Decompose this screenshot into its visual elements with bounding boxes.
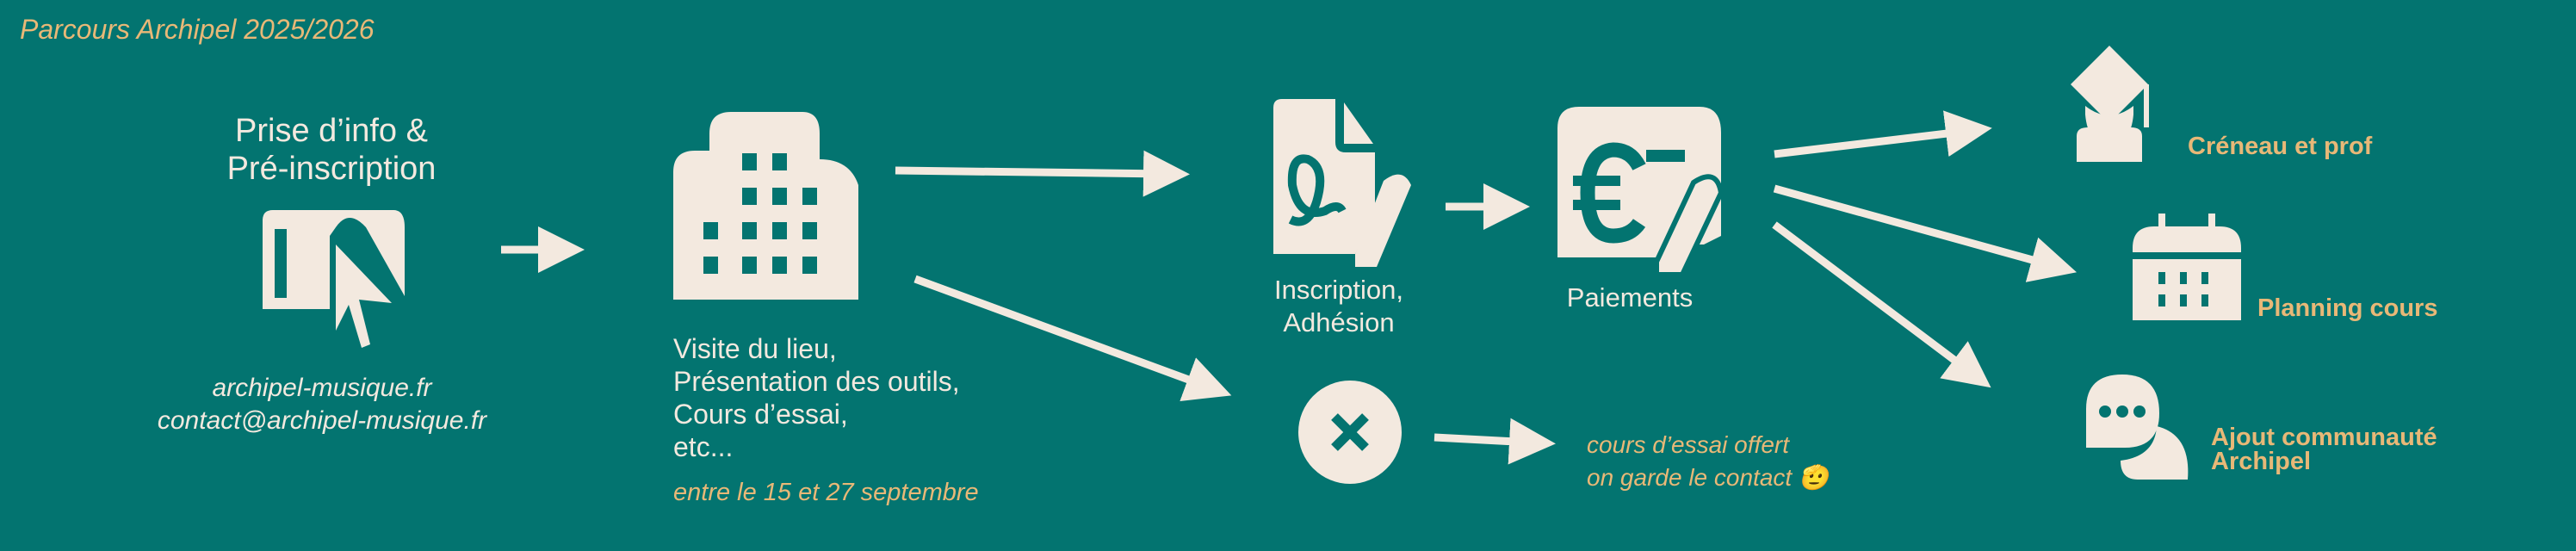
info-title-line2: Pré-inscription (226, 151, 437, 187)
visit-line: Présentation des outils, (673, 366, 960, 397)
arrow-declined-to-note (1434, 418, 1556, 465)
salute-emoji: 🫡 (1798, 464, 1829, 491)
community-line2: Archipel (2211, 448, 2312, 475)
registration-line2: Adhésion (1283, 307, 1395, 337)
declined-line1: cours d’essai offert (1587, 431, 1789, 458)
registration-line1: Inscription, (1274, 275, 1403, 305)
arrow-payment-to-community (1772, 221, 1991, 388)
visit-line: Visite du lieu, (673, 333, 837, 364)
arrow-payment-to-schedule (1773, 184, 2078, 282)
arrow-visit-to-declined (913, 275, 1232, 402)
cursor-click-icon (263, 210, 405, 348)
chat-bubbles-icon (2086, 375, 2189, 480)
visit-line: Cours d’essai, (673, 399, 848, 430)
visit-line: etc... (673, 431, 734, 462)
community-line1: Ajout communauté (2211, 424, 2437, 451)
euro-payment-icon (1557, 107, 1725, 275)
info-title-line1: Prise d’info & (235, 113, 428, 149)
visit-description: Visite du lieu, Présentation des outils,… (673, 332, 960, 463)
declined-note: cours d’essai offert on garde le contact… (1587, 429, 1829, 494)
cancel-circle-icon (1298, 381, 1402, 484)
diagram-title: Parcours Archipel 2025/2026 (20, 14, 375, 45)
outcome-schedule: Planning cours (2257, 294, 2438, 322)
calendar-icon (2133, 214, 2241, 320)
declined-line2: on garde le contact (1587, 464, 1793, 491)
payment-label: Paiements (1566, 282, 1694, 313)
outcome-community: Ajout communauté Archipel (2211, 425, 2437, 474)
outcome-slot: Créneau et prof (2188, 133, 2373, 160)
info-step-title: Prise d’info & Pré-inscription (202, 112, 461, 188)
website-link[interactable]: archipel-musique.fr (212, 374, 432, 402)
contact-info: archipel-musique.fr contact@archipel-mus… (150, 372, 494, 437)
visit-dates: entre le 15 et 27 septembre (673, 479, 979, 506)
arrow-visit-to-registration (895, 150, 1190, 197)
arrow-payment-to-slot (1774, 110, 1992, 158)
email-link[interactable]: contact@archipel-musique.fr (157, 406, 487, 435)
registration-label: Inscription, Adhésion (1235, 274, 1442, 339)
graduation-cap-icon (2071, 46, 2149, 162)
building-icon (673, 112, 858, 300)
signed-document-icon (1273, 99, 1411, 267)
